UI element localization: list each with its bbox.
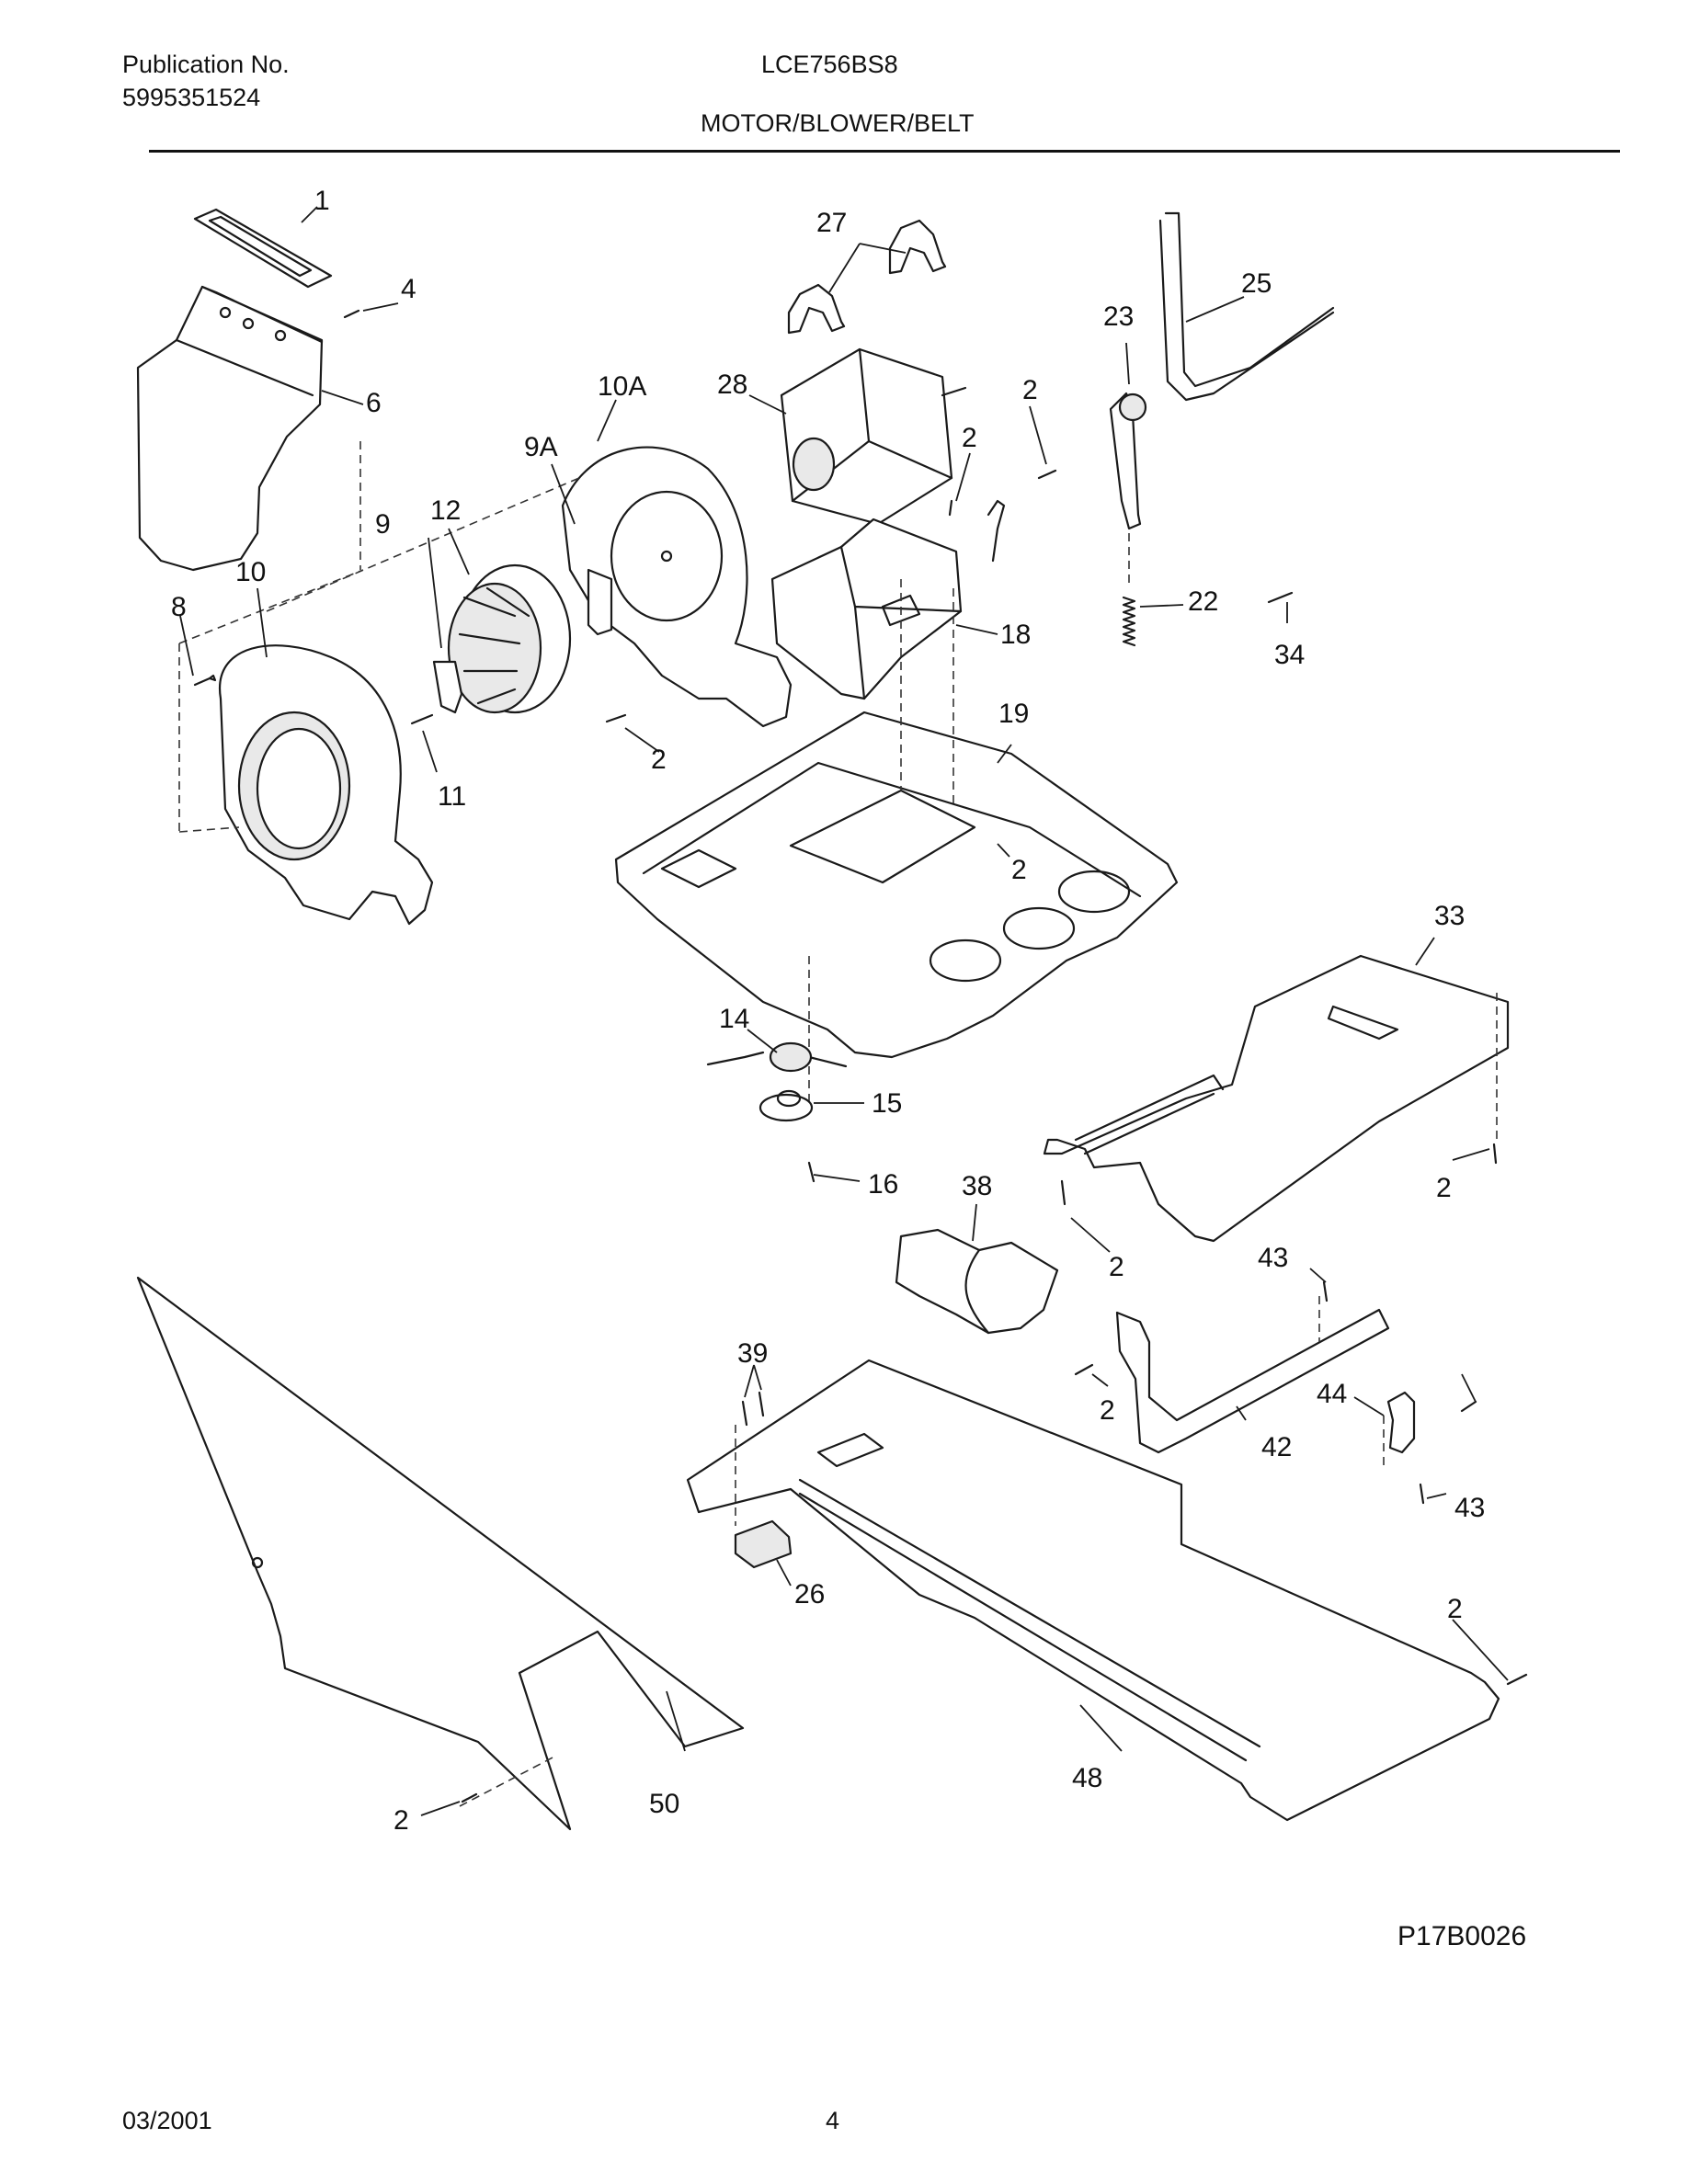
callout-25: 25 (1241, 268, 1272, 299)
part-9-clip (432, 660, 463, 714)
callout-2-duct: 2 (1436, 1173, 1452, 1203)
part-22-spring (1122, 596, 1136, 647)
callout-50: 50 (649, 1789, 679, 1819)
publication-number: 5995351524 (122, 84, 261, 111)
part-42-support (1115, 1308, 1390, 1454)
screw-2-base-right (1506, 1673, 1528, 1686)
screw-2-bracket-right (1460, 1400, 1477, 1413)
callout-27: 27 (816, 208, 847, 238)
screw-43-bottom (1419, 1483, 1425, 1505)
part-44-clip (1386, 1391, 1416, 1454)
callout-16: 16 (868, 1169, 898, 1200)
part-25-belt (1158, 211, 1335, 402)
page-number: 4 (826, 2107, 840, 2134)
screw-39-left (741, 1400, 748, 1427)
callout-19: 19 (998, 699, 1029, 729)
part-34-screw (1267, 591, 1294, 604)
part-27-motor-clips (787, 219, 947, 335)
callout-8: 8 (171, 592, 187, 622)
callout-34: 34 (1274, 640, 1305, 670)
callout-1: 1 (314, 186, 330, 216)
publication-label: Publication No. (122, 51, 290, 78)
part-48-base-panel (686, 1359, 1500, 1822)
part-1-seal (193, 208, 333, 289)
callout-15: 15 (872, 1088, 902, 1119)
model-number: LCE756BS8 (761, 51, 898, 78)
callout-38: 38 (962, 1171, 992, 1201)
callout-6: 6 (366, 388, 382, 418)
part-28-motor (780, 347, 967, 526)
screw-8 (193, 674, 217, 687)
screw-2-bracket-left (1074, 1363, 1094, 1376)
callout-2-bracket: 2 (1022, 375, 1038, 405)
callout-22: 22 (1188, 586, 1218, 617)
screw-11 (410, 713, 434, 725)
callout-14: 14 (719, 1004, 749, 1034)
part-10-blower-housing (218, 644, 434, 926)
callout-2-elbow: 2 (1109, 1252, 1124, 1282)
callout-4: 4 (401, 274, 416, 304)
screw-2-duct-left (1060, 1179, 1066, 1206)
callout-9A: 9A (524, 432, 558, 462)
callout-2-base: 2 (1011, 855, 1027, 885)
callout-28: 28 (717, 370, 747, 400)
screw-43-top (1322, 1280, 1329, 1302)
publication-date: 03/2001 (122, 2107, 212, 2134)
screw-2-motor (948, 499, 953, 517)
callout-26: 26 (794, 1579, 825, 1610)
header-rule (149, 150, 1620, 153)
part-50-rear-panel (136, 1276, 745, 1831)
callout-43-top: 43 (1258, 1243, 1288, 1273)
callout-39: 39 (737, 1338, 768, 1369)
part-6-duct (136, 285, 324, 572)
callout-2-base-right: 2 (1447, 1594, 1463, 1624)
part-38-elbow (895, 1228, 1059, 1335)
part-26-bumper (734, 1519, 793, 1569)
part-14-thermistor (706, 1041, 848, 1073)
screw-4 (343, 309, 360, 319)
callout-2-motor: 2 (962, 423, 977, 453)
screw-2-duct (1492, 1143, 1498, 1165)
screw-2-bracket (1037, 469, 1057, 480)
callout-2-panel: 2 (393, 1805, 409, 1836)
callout-18: 18 (1000, 620, 1031, 650)
callout-33: 33 (1434, 901, 1465, 931)
part-18-motor-bracket (770, 518, 963, 700)
diagram-code: P17B0026 (1397, 1921, 1527, 1951)
callout-44: 44 (1317, 1379, 1347, 1409)
part-15-grommet (758, 1089, 814, 1122)
section-title: MOTOR/BLOWER/BELT (701, 109, 975, 137)
callout-9: 9 (375, 509, 391, 540)
part-16-screw (807, 1161, 815, 1183)
callout-10A: 10A (598, 371, 646, 402)
part-12-blower-wheel (447, 563, 572, 714)
screw-39-right (758, 1391, 765, 1417)
idler-arm (987, 499, 1006, 563)
part-19-base (614, 711, 1179, 1059)
part-23-idler (1109, 392, 1147, 530)
screw-2-housing (605, 713, 627, 723)
part-33-duct-cover (1043, 954, 1510, 1243)
callout-2-housing: 2 (651, 745, 667, 775)
callout-11: 11 (438, 781, 466, 812)
callout-12: 12 (430, 495, 461, 526)
callout-48: 48 (1072, 1763, 1102, 1793)
screw-2-panel (461, 1792, 478, 1803)
part-10A-housing-rear (561, 446, 793, 728)
callout-2-bracket-left: 2 (1100, 1395, 1115, 1426)
callout-10: 10 (235, 557, 266, 587)
callout-42: 42 (1261, 1432, 1292, 1462)
callout-43-bottom: 43 (1454, 1493, 1485, 1523)
callout-23: 23 (1103, 301, 1134, 332)
